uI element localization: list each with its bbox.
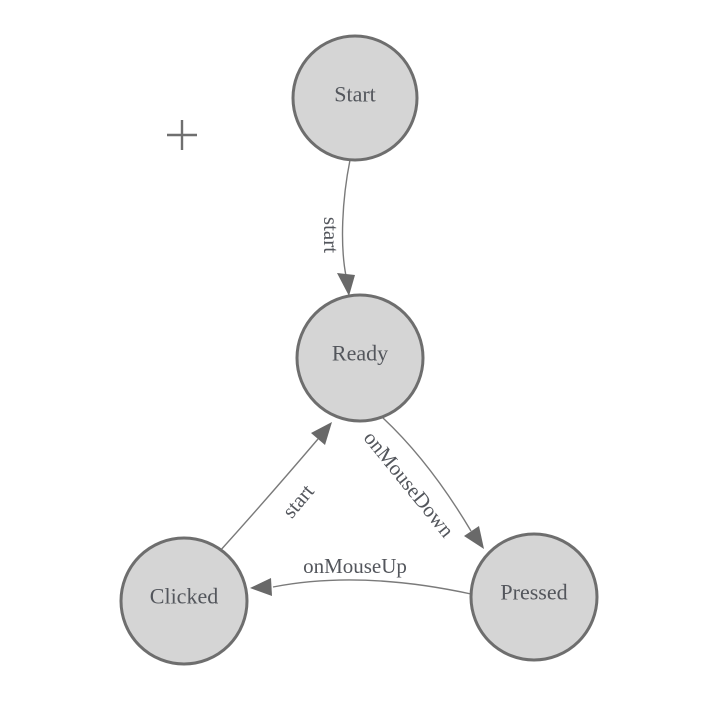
arrowhead-into-pressed <box>464 526 484 549</box>
node-start-label: Start <box>334 82 376 107</box>
node-pressed-circle[interactable] <box>469 532 599 662</box>
edge-ready-to-pressed-line[interactable] <box>382 417 472 532</box>
edge-ready-to-pressed[interactable]: onMouseDown <box>359 417 484 549</box>
edge-label-start-bottom: start <box>277 479 319 522</box>
edge-clicked-to-ready[interactable]: start <box>218 422 332 553</box>
node-pressed-label: Pressed <box>500 580 567 605</box>
node-start-circle[interactable] <box>291 34 419 162</box>
edge-start-to-ready[interactable]: start <box>319 159 355 296</box>
edge-label-onmouseup: onMouseUp <box>303 554 407 578</box>
node-ready-circle[interactable] <box>295 293 425 423</box>
arrowhead-into-ready-bottom <box>311 422 332 445</box>
plus-icon <box>167 120 197 150</box>
arrowhead-into-clicked <box>250 578 272 596</box>
edge-start-to-ready-line[interactable] <box>341 159 351 277</box>
edge-pressed-to-clicked[interactable]: onMouseUp <box>250 554 472 596</box>
node-clicked-label: Clicked <box>150 584 218 609</box>
edge-label-start-top: start <box>319 217 343 253</box>
node-start[interactable]: Start <box>291 34 419 162</box>
arrowhead-into-ready-top <box>337 273 355 296</box>
node-clicked-circle[interactable] <box>119 536 249 666</box>
edge-pressed-to-clicked-line[interactable] <box>272 579 472 595</box>
node-ready[interactable]: Ready <box>295 293 425 423</box>
node-clicked[interactable]: Clicked <box>119 536 249 666</box>
node-pressed[interactable]: Pressed <box>469 532 599 662</box>
edge-label-onmousedown: onMouseDown <box>359 426 459 542</box>
node-ready-label: Ready <box>332 341 388 366</box>
edge-clicked-to-ready-line[interactable] <box>218 438 319 553</box>
